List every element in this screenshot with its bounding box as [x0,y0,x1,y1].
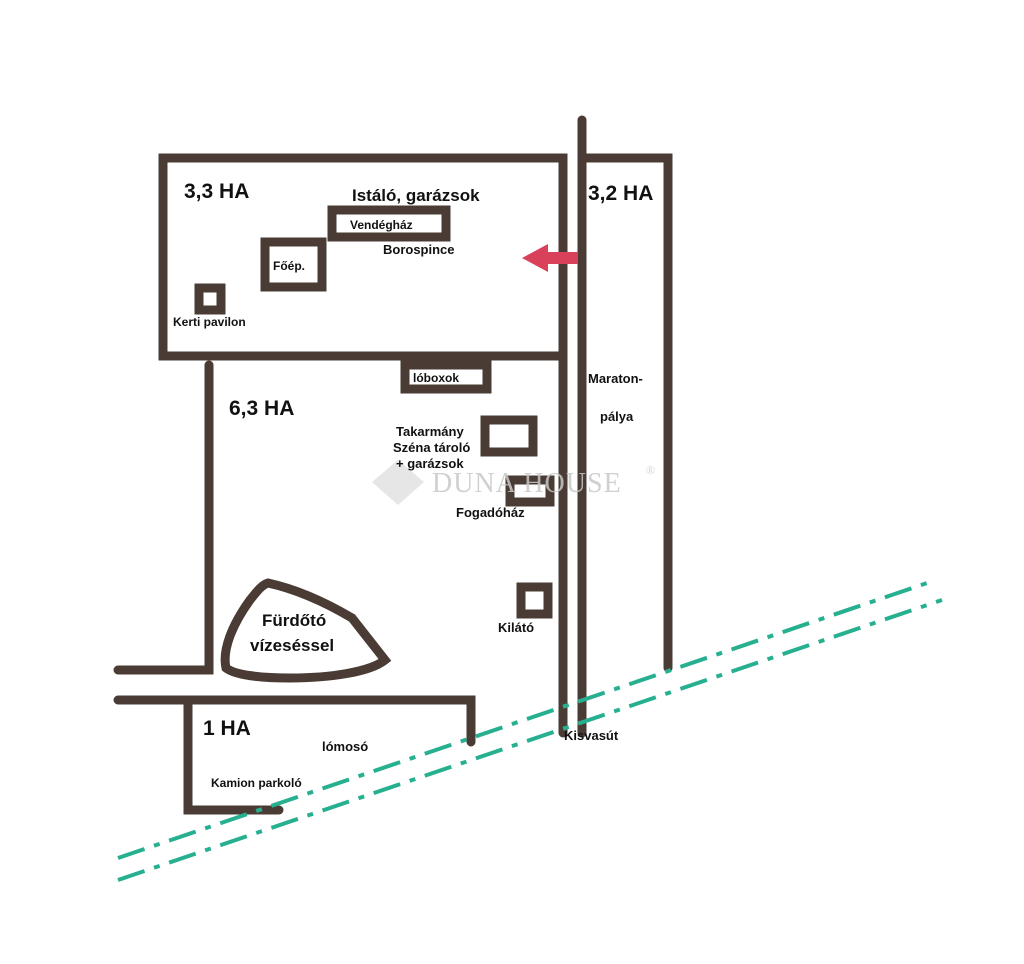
garden-pavilion-label: Kerti pavilon [173,315,246,329]
narrow-gauge-label: Kisvasút [564,728,619,743]
guesthouse-label: Vendégház [350,218,413,232]
truck-parking-label: Kamion parkoló [211,776,302,790]
reception-label: Fogadóház [456,505,525,520]
marathon-label-line2: pálya [600,409,634,424]
wine-cellar-label: Borospince [383,242,455,257]
railway-track-upper [117,580,931,860]
plot-1-ha-outline [113,695,476,747]
plot-3-2-ha-outline [581,153,673,673]
labels: 3,3 HA 3,2 HA 6,3 HA 1 HA Istáló, garázs… [173,180,653,790]
feed-building [480,415,538,457]
plot-1-ha-lower [183,695,284,815]
area-3-2-ha: 3,2 HA [588,182,653,205]
garden-pavilion-building [194,283,226,315]
stables-label: Istáló, garázsok [352,186,480,205]
lake-label-line2: vízeséssel [250,636,334,655]
area-3-3-ha: 3,3 HA [184,180,249,203]
garages-label: + garázsok [396,456,464,471]
horse-boxes-building [400,360,492,394]
main-building-label: Főép. [273,259,305,273]
reception-building [505,475,555,507]
property-boundaries [113,115,673,815]
plot-6-3-ha-outline [113,360,214,675]
lookout-label: Kilátó [498,620,534,635]
diamond-logo-icon [372,460,424,505]
horse-wash-label: lómosó [322,739,368,754]
bathing-lake-shape [220,578,392,683]
guesthouse-building [327,205,451,242]
watermark-mark: ® [646,463,655,477]
lake-label-line1: Fürdőtó [262,611,326,630]
area-1-ha: 1 HA [203,717,251,740]
hay-storage-label: Széna tároló [393,440,470,455]
feed-label: Takarmány [396,424,464,439]
horse-boxes-label: lóboxok [413,371,459,385]
marathon-label-line1: Maraton- [588,371,643,386]
watermark-text: DUNA HOUSE [432,468,622,499]
narrow-gauge-railway [117,580,943,882]
watermark: DUNA HOUSE ® [372,460,655,505]
area-6-3-ha: 6,3 HA [229,397,294,420]
main-building [260,237,327,292]
left-arrow-icon [522,244,578,272]
railway-track-lower [117,598,943,882]
lookout-building [516,582,553,619]
